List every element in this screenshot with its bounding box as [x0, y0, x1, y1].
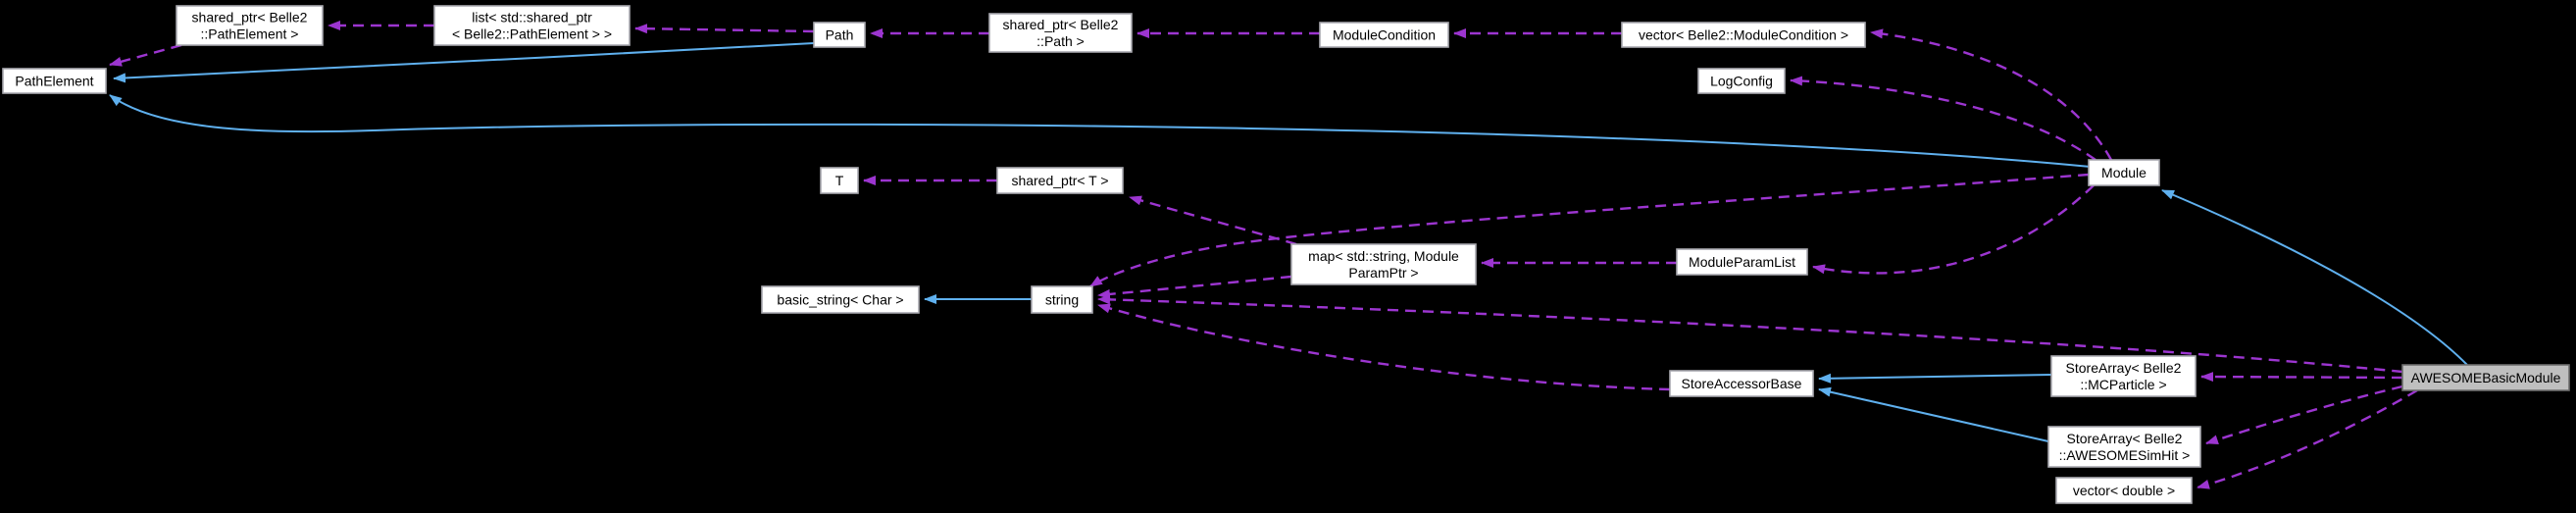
edge-module-uses-string: [1089, 173, 2090, 288]
class-node-box-logconfig[interactable]: [1697, 68, 1786, 94]
class-node-box-storearray-awesomesimhit[interactable]: [2047, 426, 2201, 468]
class-node-label-basic-string-char-line0: basic_string< Char >: [777, 292, 903, 308]
class-node-label-shared-ptr-pathelement-line1: ::PathElement >: [200, 26, 298, 42]
class-node-storeaccessorbase[interactable]: StoreAccessorBase: [1669, 370, 1814, 397]
class-node-label-path-line0: Path: [826, 27, 854, 43]
class-node-label-map-string-moduleparamptr-line1: ParamPtr >: [1348, 265, 1418, 281]
class-node-label-storeaccessorbase-line0: StoreAccessorBase: [1682, 376, 1802, 391]
class-node-label-storearray-mcparticle-line1: ::MCParticle >: [2080, 377, 2166, 392]
class-node-moduleparamlist[interactable]: ModuleParamList: [1676, 248, 1808, 276]
edge-module-uses-logconfig: [1790, 76, 2096, 161]
nodes-layer: shared_ptr< Belle2::PathElement > list< s…: [2, 5, 2570, 504]
class-node-label-shared-ptr-path-line1: ::Path >: [1036, 33, 1085, 49]
edge-module-inherits-pathelement: [109, 94, 2092, 168]
class-node-label-map-string-moduleparamptr-line0: map< std::string, Module: [1308, 248, 1459, 264]
edge-map-uses-string: [1097, 275, 1292, 299]
edge-storearray-mcp-inherits-sab: [1818, 373, 2052, 384]
edge-path-inherits-pathelement: [113, 42, 815, 83]
class-node-label-storearray-awesomesimhit-line0: StoreArray< Belle2: [2067, 431, 2183, 446]
class-node-label-modulecondition-line0: ModuleCondition: [1333, 27, 1436, 43]
class-node-label-shared-ptr-pathelement-line0: shared_ptr< Belle2: [192, 10, 308, 26]
edge-module-uses-vectormc: [1870, 28, 2113, 161]
edge-storearray-ash-inherits-sab: [1818, 386, 2049, 442]
class-node-path[interactable]: Path: [813, 22, 866, 48]
class-node-box-vector-modulecondition[interactable]: [1621, 22, 1866, 48]
class-node-string[interactable]: string: [1031, 285, 1093, 314]
class-node-vector-double[interactable]: vector< double >: [2055, 477, 2193, 504]
edge-map-uses-sharedptrt: [1129, 195, 1297, 246]
class-node-shared-ptr-pathelement[interactable]: shared_ptr< Belle2::PathElement >: [176, 5, 324, 46]
class-node-label-t-line0: T: [835, 173, 844, 188]
class-node-label-vector-modulecondition-line0: vector< Belle2::ModuleCondition >: [1639, 27, 1848, 43]
class-node-box-pathelement[interactable]: [2, 68, 107, 94]
class-node-list-shared-ptr-pathelement[interactable]: list< std::shared_ptr< Belle2::PathEleme…: [433, 5, 631, 46]
class-node-vector-modulecondition[interactable]: vector< Belle2::ModuleCondition >: [1621, 22, 1866, 48]
edge-awesome-uses-vectordouble: [2197, 388, 2418, 489]
class-node-shared-ptr-path[interactable]: shared_ptr< Belle2::Path >: [988, 13, 1133, 53]
class-node-label-moduleparamlist-line0: ModuleParamList: [1689, 254, 1795, 270]
class-node-box-module[interactable]: [2088, 159, 2160, 186]
class-node-box-shared-ptr-pathelement[interactable]: [176, 5, 324, 46]
class-node-label-pathelement-line0: PathElement: [15, 74, 93, 89]
edge-awesome-inherits-module: [2161, 189, 2468, 366]
class-node-box-moduleparamlist[interactable]: [1676, 248, 1808, 276]
class-node-label-shared-ptr-t-line0: shared_ptr< T >: [1011, 173, 1108, 188]
class-node-storearray-awesomesimhit[interactable]: StoreArray< Belle2::AWESOMESimHit >: [2047, 426, 2201, 468]
class-node-box-awesomebasicmodule[interactable]: [2401, 364, 2570, 391]
class-node-box-map-string-moduleparamptr[interactable]: [1290, 243, 1477, 285]
class-node-box-path[interactable]: [813, 22, 866, 48]
edge-module-uses-moduleparamlist: [1812, 184, 2095, 275]
class-node-label-list-shared-ptr-pathelement-line0: list< std::shared_ptr: [472, 10, 592, 26]
edge-path-uses-list: [634, 24, 815, 34]
class-node-awesomebasicmodule[interactable]: AWESOMEBasicModule: [2401, 364, 2570, 391]
class-node-box-basic-string-char[interactable]: [761, 285, 920, 314]
class-node-label-awesomebasicmodule-line0: AWESOMEBasicModule: [2411, 370, 2561, 385]
class-node-t[interactable]: T: [820, 167, 859, 194]
class-node-label-shared-ptr-path-line0: shared_ptr< Belle2: [1003, 17, 1119, 32]
edge-storeaccessorbase-uses-string: [1097, 303, 1671, 391]
edge-awesome-uses-storearraymcp: [2200, 372, 2403, 383]
class-node-label-module-line0: Module: [2101, 165, 2147, 180]
class-node-label-storearray-mcparticle-line0: StoreArray< Belle2: [2066, 360, 2182, 376]
edges-layer: [109, 21, 2468, 489]
class-node-modulecondition[interactable]: ModuleCondition: [1319, 22, 1449, 48]
class-node-storearray-mcparticle[interactable]: StoreArray< Belle2::MCParticle >: [2050, 355, 2197, 397]
class-node-box-t[interactable]: [820, 167, 859, 194]
edge-awesome-uses-storearrayash: [2205, 385, 2403, 445]
class-node-box-modulecondition[interactable]: [1319, 22, 1449, 48]
class-node-shared-ptr-t[interactable]: shared_ptr< T >: [996, 167, 1124, 194]
class-node-label-string-line0: string: [1045, 292, 1079, 308]
class-node-label-logconfig-line0: LogConfig: [1710, 74, 1773, 89]
class-node-box-shared-ptr-t[interactable]: [996, 167, 1124, 194]
class-node-label-list-shared-ptr-pathelement-line1: < Belle2::PathElement > >: [452, 26, 612, 42]
class-node-module[interactable]: Module: [2088, 159, 2160, 186]
class-node-box-list-shared-ptr-pathelement[interactable]: [433, 5, 631, 46]
class-node-basic-string-char[interactable]: basic_string< Char >: [761, 285, 920, 314]
class-node-label-storearray-awesomesimhit-line1: ::AWESOMESimHit >: [2059, 447, 2191, 463]
edge-sharedptrpe-uses-pathelement: [109, 43, 182, 67]
class-node-pathelement[interactable]: PathElement: [2, 68, 107, 94]
class-node-box-vector-double[interactable]: [2055, 477, 2193, 504]
class-node-logconfig[interactable]: LogConfig: [1697, 68, 1786, 94]
edge-awesome-uses-string: [1097, 294, 2403, 374]
class-node-box-storeaccessorbase[interactable]: [1669, 370, 1814, 397]
class-node-box-string[interactable]: [1031, 285, 1093, 314]
class-node-box-storearray-mcparticle[interactable]: [2050, 355, 2197, 397]
class-node-label-vector-double-line0: vector< double >: [2073, 483, 2175, 498]
class-node-box-shared-ptr-path[interactable]: [988, 13, 1133, 53]
